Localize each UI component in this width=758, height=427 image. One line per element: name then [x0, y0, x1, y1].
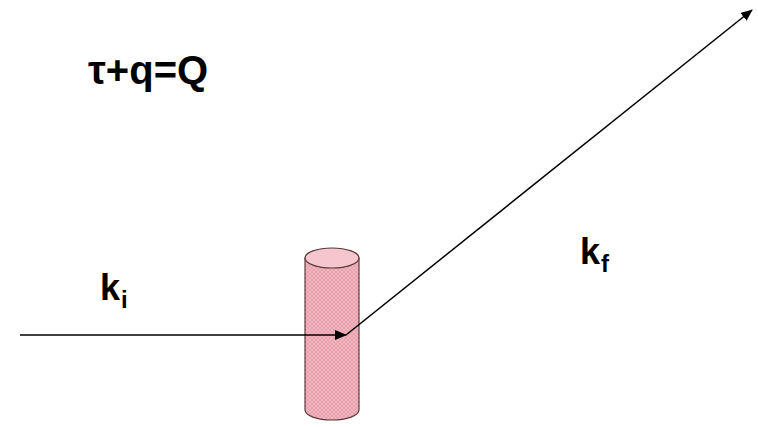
target-cylinder	[305, 248, 359, 420]
wavevector-subscript: f	[601, 252, 609, 276]
equation: τ+q=Q	[88, 50, 208, 90]
wavevector-symbol: k	[580, 234, 600, 270]
incident-beam	[20, 334, 346, 336]
wavevector-subscript: i	[121, 288, 128, 312]
wavevector-symbol: k	[100, 270, 120, 306]
scattered-beam	[346, 10, 752, 335]
